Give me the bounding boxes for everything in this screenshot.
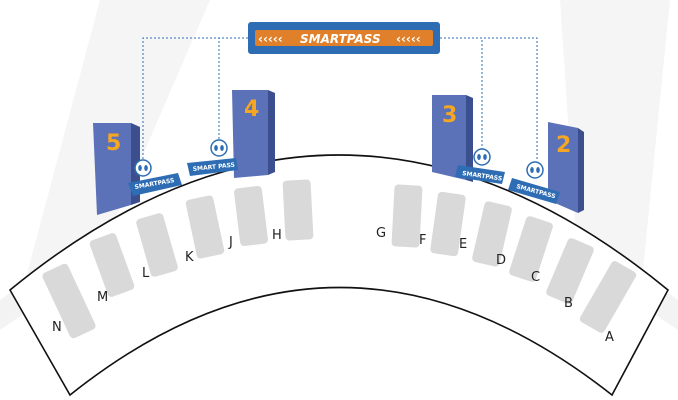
footprints-icon <box>526 161 544 179</box>
footprints-icon <box>473 148 491 166</box>
mat-label: SMART PASS <box>192 162 235 173</box>
banner-chevrons-left: ‹‹‹‹‹ <box>258 32 283 46</box>
connector-lines <box>142 37 538 160</box>
lane-bar-c <box>546 238 594 304</box>
gate-4: 4 SMART PASS <box>187 90 275 178</box>
lane-bar-l <box>136 213 178 277</box>
lane-bar-b <box>579 261 637 333</box>
lane-bar-k <box>185 195 225 259</box>
lane-bar-h <box>282 179 314 241</box>
footprints-icon <box>134 159 152 177</box>
lane-bar-g <box>391 184 423 248</box>
lane-letter: A <box>605 330 614 345</box>
smartpass-banner: ‹‹‹‹‹ SMARTPASS ‹‹‹‹‹ <box>248 22 440 54</box>
lane-letter: H <box>272 228 282 243</box>
lane-letter: J <box>228 235 233 250</box>
lane-letter: F <box>419 233 426 248</box>
lane-bar-m <box>89 233 135 297</box>
lane-letter: B <box>564 296 573 311</box>
lane-bar-j <box>234 185 268 247</box>
lane-letter: E <box>459 237 467 252</box>
lane-bar-d <box>509 216 553 282</box>
lane-bar-e <box>472 201 512 267</box>
lane-letter: M <box>97 290 108 305</box>
gate-number: 5 <box>106 131 121 156</box>
lane-bar-f <box>430 191 466 257</box>
gate-number: 2 <box>556 133 571 158</box>
gate-2: 2 SMARTPASS <box>508 122 584 213</box>
lane-letter: C <box>531 270 540 285</box>
lane-bar-n <box>42 263 96 339</box>
banner-logo-text: SMARTPASS <box>300 32 381 46</box>
gate-number: 3 <box>442 103 457 128</box>
gate-5: 5 SMARTPASS <box>93 123 182 215</box>
lane-letter: G <box>376 226 386 241</box>
lane-letter: K <box>185 250 194 265</box>
lane-letter: D <box>496 253 506 268</box>
footprints-icon <box>210 139 228 157</box>
lane-bars <box>42 179 637 339</box>
lane-letters: N M L K J H G F E D C B A <box>52 226 614 345</box>
lane-letter: L <box>142 266 150 281</box>
gate-3: 3 SMARTPASS <box>432 95 505 184</box>
banner-chevrons-right: ‹‹‹‹‹ <box>396 32 421 46</box>
lane-letter: N <box>52 320 62 335</box>
gate-number: 4 <box>244 97 259 122</box>
